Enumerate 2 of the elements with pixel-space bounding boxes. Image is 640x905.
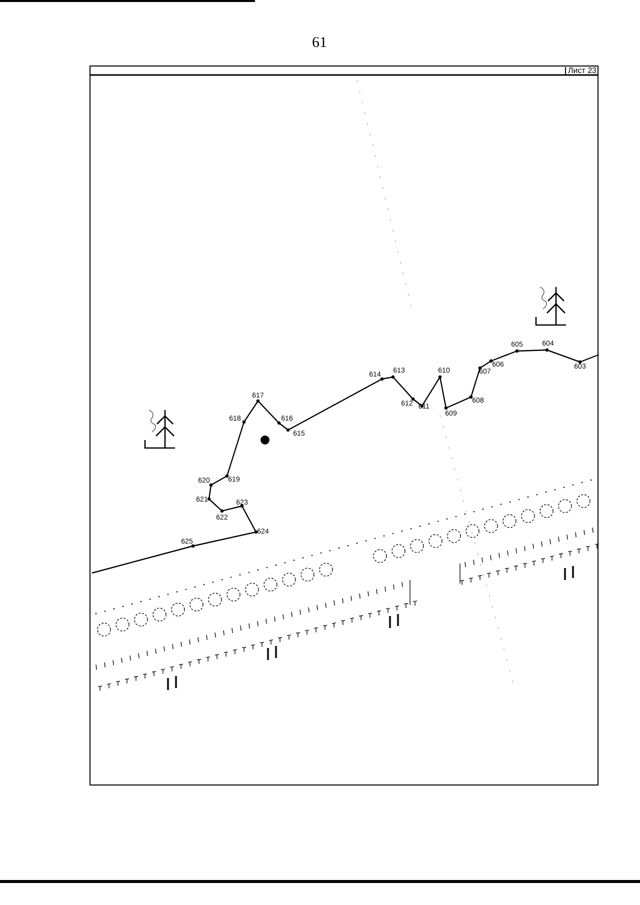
- page-number: 61: [312, 36, 327, 51]
- sheet-number: Лист 23: [565, 67, 599, 75]
